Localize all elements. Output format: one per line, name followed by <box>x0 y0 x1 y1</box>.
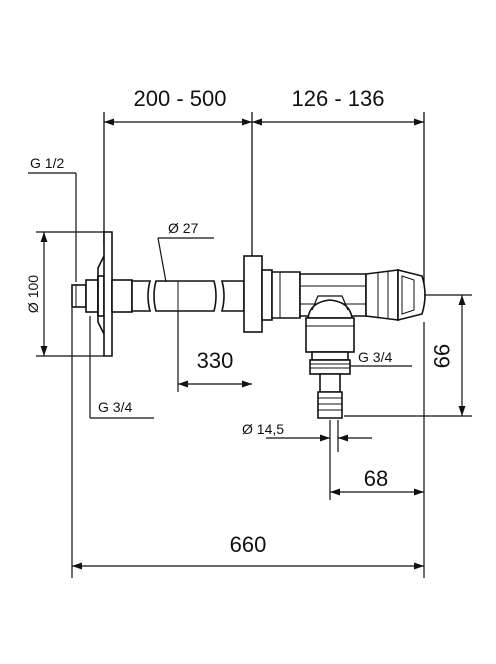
dim-126-136-label: 126 - 136 <box>292 86 385 111</box>
dim-68-lines <box>330 322 425 578</box>
g-34-left-leader <box>89 316 154 419</box>
flange-diameter-label: Ø 100 <box>25 275 41 313</box>
valve-body <box>243 255 426 333</box>
outlet-diameter-label: Ø 14,5 <box>242 421 284 437</box>
g-34-left-label: G 3/4 <box>98 399 132 415</box>
pipe-diameter-leader <box>157 237 214 283</box>
dim-99-label: 99 <box>429 344 454 368</box>
dim-99-lines <box>344 294 472 417</box>
inlet-assembly <box>71 231 133 357</box>
pipe-diameter-label: Ø 27 <box>168 220 199 236</box>
flange-dim-lines <box>36 231 104 357</box>
dim-330-lines <box>177 311 252 392</box>
dim-330-label: 330 <box>197 348 234 373</box>
outlet-diameter-lines <box>266 420 372 500</box>
dim-660-lines <box>71 308 424 578</box>
g-half-label: G 1/2 <box>30 155 64 171</box>
dim-68-label: 68 <box>364 466 388 491</box>
g-half-leader <box>28 172 77 282</box>
g-34-right-label: G 3/4 <box>358 349 392 365</box>
pipe <box>131 280 245 312</box>
outlet-fitting <box>305 295 355 419</box>
dim-660-label: 660 <box>230 532 267 557</box>
top-dimension-lines <box>103 112 425 290</box>
dim-200-500-label: 200 - 500 <box>134 86 227 111</box>
